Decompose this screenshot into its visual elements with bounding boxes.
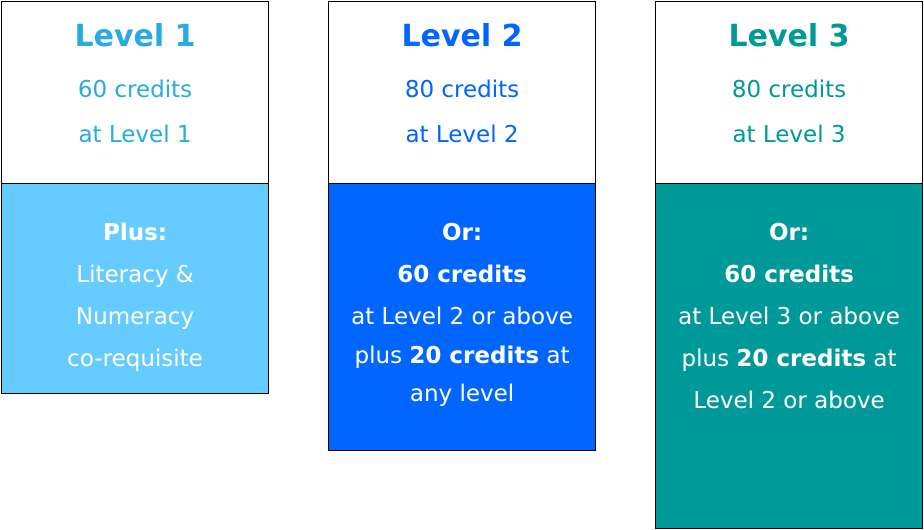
level3-plus-word: plus — [681, 346, 730, 372]
level2-credits: 80 credits — [404, 77, 520, 103]
level1-literacy-line: Literacy & — [76, 262, 194, 288]
level2-plus-credits: 20 credits — [409, 343, 540, 369]
level2-alt-at-level: at Level 2 or above — [351, 304, 573, 330]
level2-final-line: any level — [409, 381, 515, 407]
level2-alt-credits: 60 credits — [397, 262, 527, 288]
level3-credits: 80 credits — [731, 77, 847, 103]
level2-or-label: Or: — [441, 220, 483, 246]
level3-plus-line: plus 20 credits at — [656, 338, 922, 380]
level1-title: Level 1 — [74, 19, 196, 54]
level3-title: Level 3 — [728, 19, 850, 54]
level1-numeracy-line: Numeracy — [75, 304, 195, 330]
level3-at-word: at — [873, 346, 897, 372]
level3-alt-at-level: at Level 3 or above — [678, 304, 900, 330]
level1-column: Level 1 60 credits at Level 1 Plus: Lite… — [1, 1, 269, 394]
level2-title: Level 2 — [401, 19, 523, 54]
level2-plus-line: plus 20 credits at — [329, 338, 595, 374]
level2-at-level: at Level 2 — [405, 122, 519, 148]
level2-at-word: at — [546, 343, 570, 369]
level3-at-level: at Level 3 — [732, 122, 846, 148]
level3-alt-credits: 60 credits — [724, 262, 854, 288]
level1-credits: 60 credits — [77, 77, 193, 103]
level1-requirement-box: Level 1 60 credits at Level 1 — [1, 1, 269, 184]
level3-or-label: Or: — [768, 220, 810, 246]
level3-plus-credits: 20 credits — [736, 346, 867, 372]
level1-plus-box: Plus: Literacy & Numeracy co-requisite — [1, 184, 269, 394]
level2-requirement-box: Level 2 80 credits at Level 2 — [328, 1, 596, 184]
level1-at-level: at Level 1 — [78, 122, 192, 148]
level3-requirement-box: Level 3 80 credits at Level 3 — [655, 1, 923, 184]
level3-column: Level 3 80 credits at Level 3 Or: 60 cre… — [655, 1, 923, 529]
level2-plus-word: plus — [354, 343, 403, 369]
level3-or-box: Or: 60 credits at Level 3 or above plus … — [655, 184, 923, 529]
level3-final-line: Level 2 or above — [693, 388, 885, 414]
level2-column: Level 2 80 credits at Level 2 Or: 60 cre… — [328, 1, 596, 451]
level1-corequisite-line: co-requisite — [67, 346, 203, 372]
level2-or-box: Or: 60 credits at Level 2 or above plus … — [328, 184, 596, 451]
level1-plus-label: Plus: — [102, 220, 167, 246]
